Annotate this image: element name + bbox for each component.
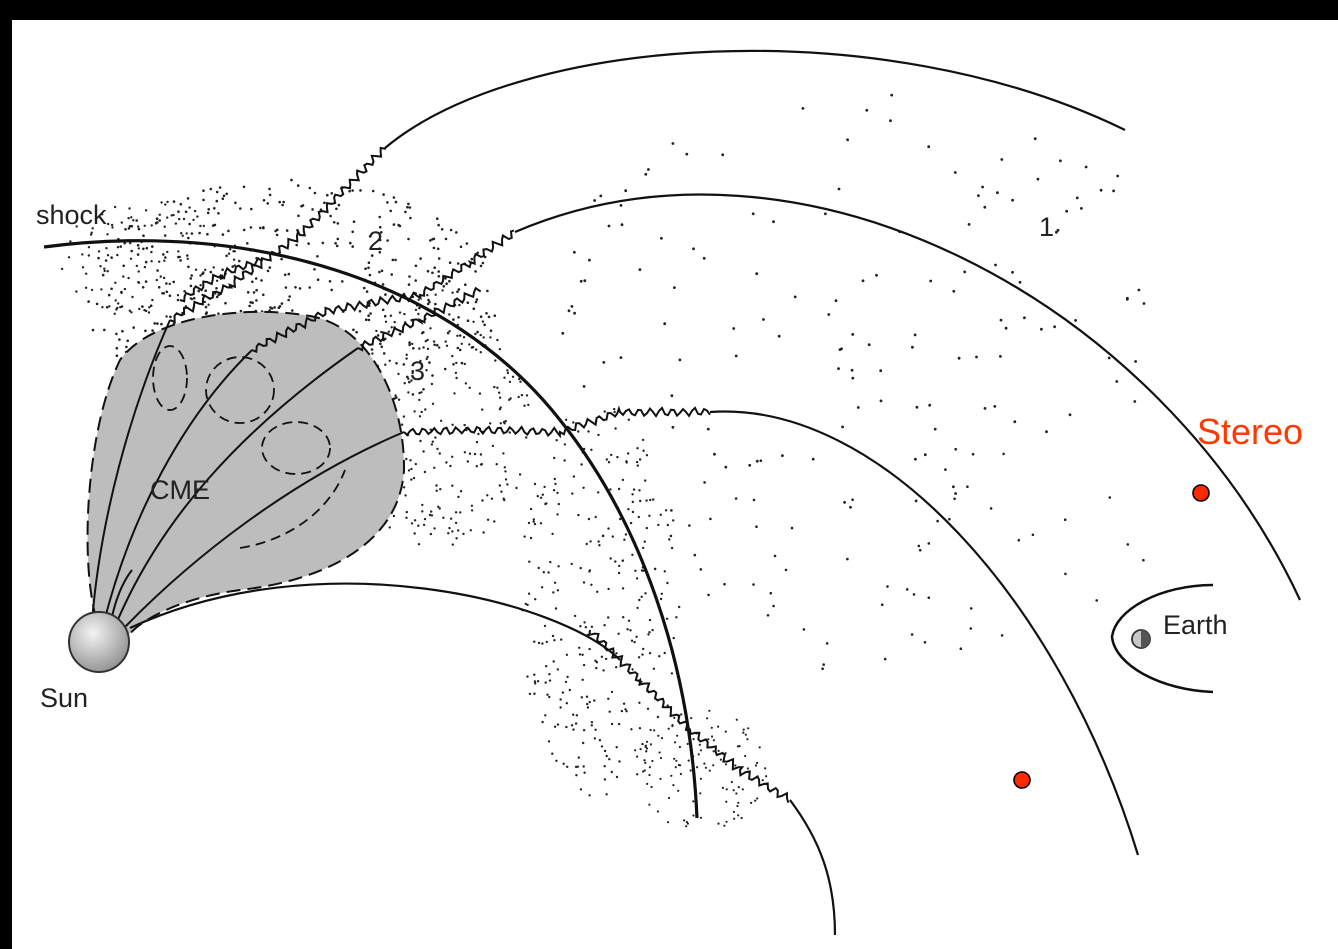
wavy-segment-5 bbox=[588, 629, 790, 804]
sun-label: Sun bbox=[40, 683, 89, 713]
sun-icon bbox=[68, 611, 130, 673]
spacecraft-marker bbox=[1013, 771, 1031, 789]
cme-internal-loops bbox=[152, 345, 346, 549]
field-line-lower-tail bbox=[789, 799, 837, 936]
field-line-stereo bbox=[514, 193, 1301, 601]
earth-label: Earth bbox=[1163, 610, 1228, 640]
region-1-label: 1 bbox=[1039, 212, 1055, 242]
magnetosphere bbox=[1110, 583, 1214, 694]
field-line-b bbox=[103, 349, 253, 623]
cme-loop-1 bbox=[152, 345, 188, 411]
field-line-a bbox=[91, 319, 171, 623]
cme-loop-4 bbox=[239, 469, 346, 549]
wavy-segment-1 bbox=[169, 146, 387, 324]
wavy-segment-3 bbox=[357, 286, 482, 352]
cme-label: CME bbox=[150, 475, 210, 505]
wavy-segment-4 bbox=[403, 405, 711, 439]
cme-loop-2 bbox=[205, 356, 275, 424]
shock-label: shock bbox=[36, 200, 107, 230]
field-line-d bbox=[123, 431, 405, 629]
region-2-label: 2 bbox=[368, 226, 384, 256]
field-line-outer bbox=[384, 49, 1126, 149]
earth-shadow bbox=[1141, 630, 1150, 648]
wavy-segment-2 bbox=[251, 229, 515, 354]
cme-body bbox=[86, 310, 406, 638]
turbulent-segments bbox=[169, 146, 790, 804]
region-3-label: 3 bbox=[410, 356, 426, 386]
stereo-label: Stereo bbox=[1197, 411, 1304, 452]
shock-front bbox=[43, 239, 699, 819]
field-line-inner bbox=[709, 410, 1140, 856]
cme-loop-3 bbox=[261, 421, 331, 475]
wavy-segment-6 bbox=[179, 256, 264, 303]
field-line-lower bbox=[129, 582, 621, 661]
ipm-field-lines bbox=[129, 49, 1301, 936]
stereo-spacecraft-marker bbox=[1192, 484, 1210, 502]
field-line-c bbox=[115, 347, 359, 625]
